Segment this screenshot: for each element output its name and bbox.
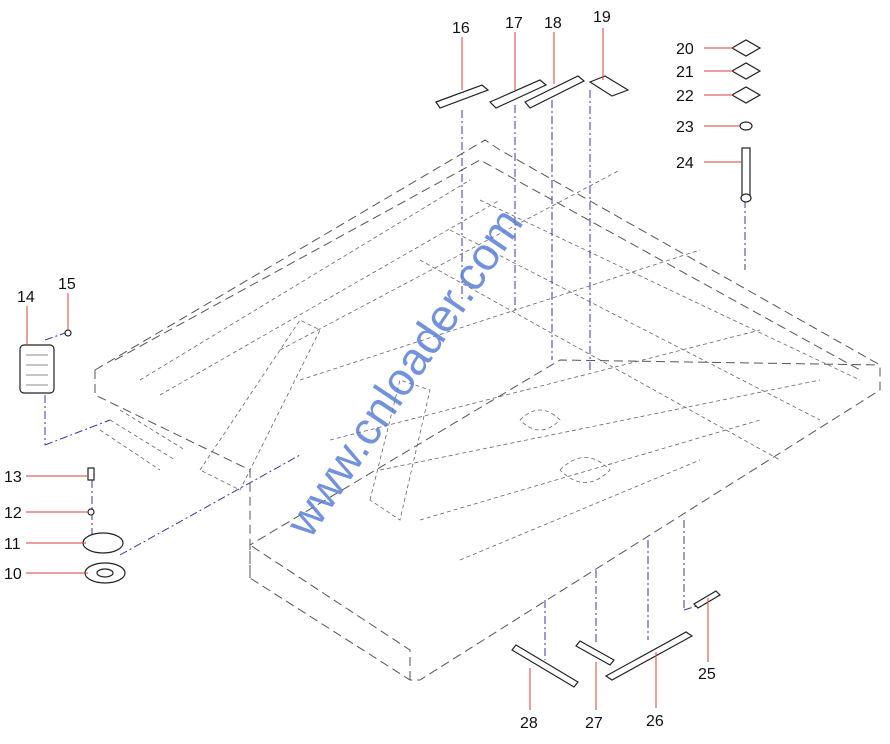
label-13: 13 (4, 469, 22, 486)
bar-25 (693, 590, 721, 609)
plate-21 (730, 62, 762, 80)
label-10: 10 (4, 566, 22, 583)
label-14: 14 (17, 289, 35, 306)
part-shapes (19, 39, 762, 688)
label-26: 26 (646, 713, 664, 730)
label-19: 19 (593, 9, 611, 26)
bar-28 (511, 644, 579, 688)
bar-16 (435, 84, 490, 109)
label-18: 18 (544, 15, 562, 32)
plate-22 (730, 86, 762, 104)
cover-14 (19, 344, 55, 394)
label-12: 12 (4, 505, 22, 522)
bar-19 (588, 75, 630, 97)
bolt-15 (64, 329, 72, 337)
label-15: 15 (58, 276, 76, 293)
label-28: 28 (520, 715, 538, 732)
label-11: 11 (4, 536, 21, 553)
bolt-24 (741, 147, 751, 197)
bar-27 (575, 640, 615, 666)
washer-23 (739, 121, 753, 131)
bar-17 (488, 79, 548, 109)
label-22: 22 (676, 88, 694, 105)
bar-26 (604, 631, 694, 681)
label-23: 23 (676, 119, 694, 136)
plate-11 (82, 532, 124, 554)
label-21: 21 (676, 64, 694, 81)
bar-18 (524, 75, 586, 109)
washer-12 (87, 508, 95, 516)
callout-labels: 10 11 12 13 14 15 16 17 18 19 20 21 22 2… (4, 9, 716, 732)
label-24: 24 (676, 155, 694, 172)
plate-20 (730, 39, 762, 57)
label-25: 25 (698, 666, 716, 683)
bolt-13 (87, 467, 95, 481)
label-27: 27 (585, 715, 603, 732)
label-17: 17 (505, 15, 523, 32)
label-16: 16 (452, 20, 470, 37)
label-20: 20 (676, 41, 694, 58)
main-frame (94, 139, 881, 681)
leader-lines (26, 28, 742, 710)
